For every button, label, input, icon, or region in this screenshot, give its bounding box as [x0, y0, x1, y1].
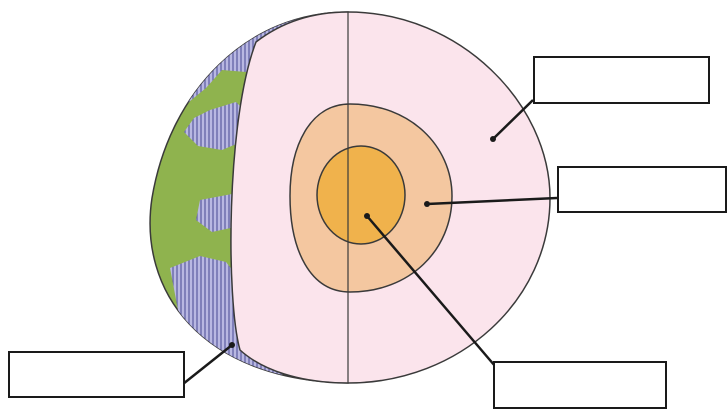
leader-dot-mantle — [490, 136, 496, 142]
leader-dot-outer-core — [424, 201, 430, 207]
leader-dot-surface — [229, 342, 235, 348]
leader-line-surface — [183, 345, 232, 384]
inner-core-label-box[interactable] — [493, 361, 667, 409]
inner-core-layer — [317, 146, 405, 244]
leader-dot-inner-core — [364, 213, 370, 219]
surface-label-box[interactable] — [8, 351, 185, 398]
outer-core-label-box[interactable] — [557, 166, 727, 213]
mantle-label-box[interactable] — [533, 56, 710, 104]
